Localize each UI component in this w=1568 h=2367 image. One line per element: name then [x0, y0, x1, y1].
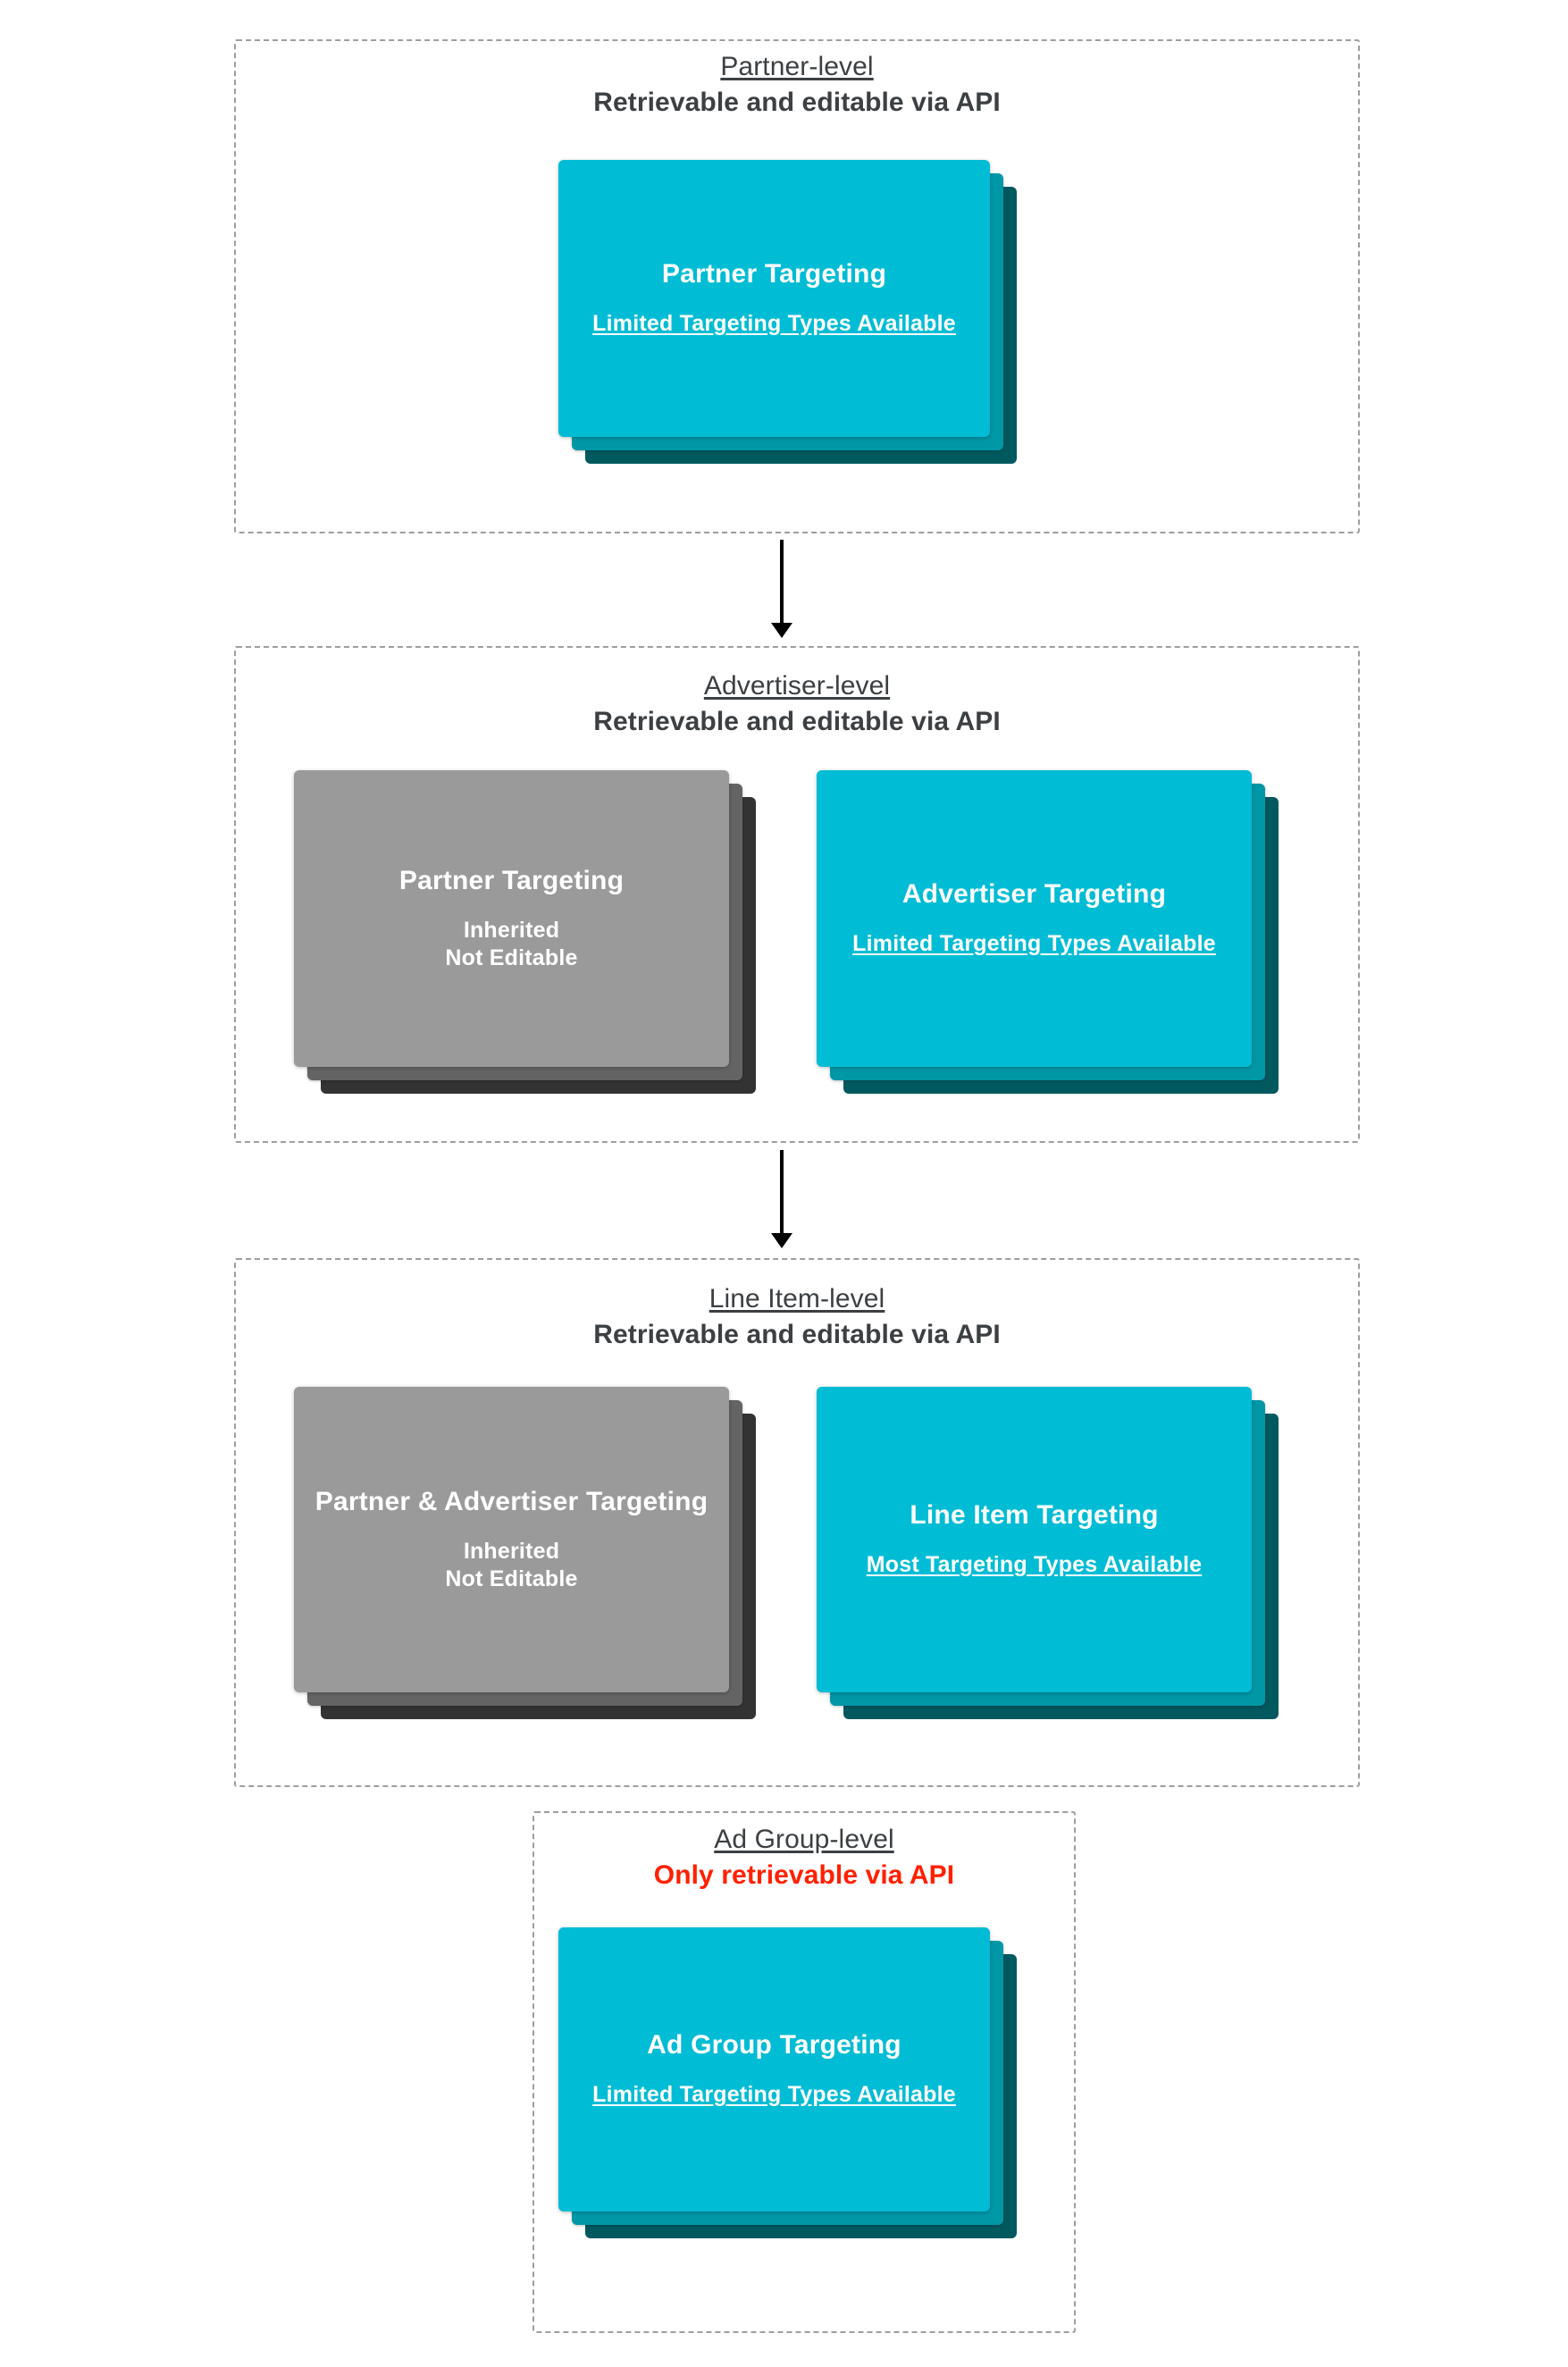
card-stack-line-item-targeting[interactable]: Line Item Targeting Most Targeting Types…	[817, 1387, 1279, 1719]
card-subtitle-line-item-inherited: Inherited Not Editable	[445, 1538, 578, 1591]
card-subtitle-partner-targeting: Limited Targeting Types Available	[592, 311, 956, 337]
card-subtitle-advertiser-inherited-partner: Inherited Not Editable	[445, 917, 578, 970]
panel-header-advertiser: Advertiser-level Retrievable and editabl…	[234, 670, 1360, 738]
card-title-advertiser-inherited-partner: Partner Targeting	[398, 865, 625, 895]
card-title-ad-group-targeting: Ad Group Targeting	[647, 2030, 901, 2061]
card-subtitle-ad-group-targeting: Limited Targeting Types Available	[592, 2082, 956, 2108]
panel-title-partner: Partner-level	[720, 52, 874, 81]
panel-subtitle-line-item: Retrievable and editable via API	[593, 1320, 1001, 1350]
card-layer-front: Partner & Advertiser Targeting Inherited…	[294, 1387, 729, 1692]
card-layer-front: Advertiser Targeting Limited Targeting T…	[817, 770, 1252, 1067]
panel-subtitle-advertiser: Retrievable and editable via API	[593, 707, 1001, 737]
card-title-line-item-targeting: Line Item Targeting	[910, 1500, 1159, 1531]
connector-partner-to-advertiser	[764, 540, 800, 638]
card-stack-line-item-inherited[interactable]: Partner & Advertiser Targeting Inherited…	[294, 1387, 756, 1719]
connector-advertiser-to-line-item	[764, 1150, 800, 1248]
card-layer-front: Line Item Targeting Most Targeting Types…	[817, 1387, 1252, 1692]
level-panel-partner	[234, 39, 1360, 533]
card-stack-ad-group-targeting[interactable]: Ad Group Targeting Limited Targeting Typ…	[558, 1927, 1017, 2238]
card-layer-front: Partner Targeting Inherited Not Editable	[294, 770, 729, 1067]
card-stack-partner-targeting[interactable]: Partner Targeting Limited Targeting Type…	[558, 160, 1017, 464]
card-subtitle-advertiser-targeting: Limited Targeting Types Available	[852, 931, 1216, 957]
connector-arrowhead	[771, 1233, 792, 1248]
card-subtitle-line-item-targeting: Most Targeting Types Available	[866, 1552, 1203, 1578]
card-layer-front: Ad Group Targeting Limited Targeting Typ…	[558, 1927, 990, 2212]
card-stack-advertiser-targeting[interactable]: Advertiser Targeting Limited Targeting T…	[817, 770, 1279, 1094]
panel-header-partner: Partner-level Retrievable and editable v…	[234, 51, 1360, 119]
panel-title-advertiser: Advertiser-level	[703, 671, 891, 701]
card-title-line-item-inherited: Partner & Advertiser Targeting	[314, 1486, 709, 1516]
card-layer-front: Partner Targeting Limited Targeting Type…	[558, 160, 990, 437]
level-panel-line-item	[234, 1258, 1360, 1787]
panel-header-line-item: Line Item-level Retrievable and editable…	[234, 1283, 1360, 1351]
level-panel-advertiser	[234, 646, 1360, 1143]
card-title-partner-targeting: Partner Targeting	[661, 259, 887, 290]
card-stack-advertiser-inherited-partner[interactable]: Partner Targeting Inherited Not Editable	[294, 770, 756, 1094]
connector-shaft	[780, 540, 784, 623]
panel-title-line-item: Line Item-level	[709, 1284, 885, 1314]
panel-subtitle-ad-group: Only retrievable via API	[653, 1860, 955, 1891]
panel-header-ad-group: Ad Group-level Only retrievable via API	[532, 1824, 1076, 1892]
card-title-advertiser-targeting: Advertiser Targeting	[901, 879, 1167, 910]
connector-shaft	[780, 1150, 784, 1233]
panel-title-ad-group: Ad Group-level	[714, 1825, 894, 1854]
panel-subtitle-partner: Retrievable and editable via API	[593, 88, 1001, 118]
level-panel-ad-group	[532, 1811, 1076, 2333]
connector-arrowhead	[771, 623, 792, 638]
